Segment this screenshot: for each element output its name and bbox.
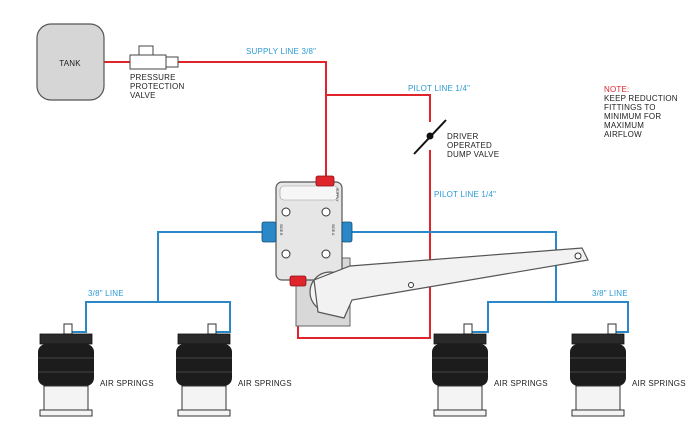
ppv-label-line2: PROTECTION [130, 82, 184, 91]
air-spring-top-plate [177, 333, 231, 345]
exhaust-port-fitting [289, 275, 307, 287]
air-spring-label: AIR SPRINGS [100, 379, 154, 388]
air-spring-base [433, 409, 487, 417]
supply-line [178, 61, 327, 182]
bolt-icon [321, 249, 331, 259]
air-spring-piston [181, 385, 227, 411]
right-port-fitting [341, 221, 353, 243]
air-spring-fitting [607, 323, 617, 335]
note-line4: MAXIMUM [604, 121, 644, 130]
pilot-line-mid-label: PILOT LINE 1/4" [434, 190, 496, 199]
note: NOTE: KEEP REDUCTION FITTINGS TO MINIMUM… [604, 85, 680, 139]
note-line1: KEEP REDUCTION [604, 94, 678, 103]
dump-valve-label-line2: OPERATED [447, 141, 492, 150]
dump-valve-label-line3: DUMP VALVE [447, 150, 499, 159]
supply-lines [104, 61, 431, 339]
air-spring-top-plate [571, 333, 625, 345]
air-spring-top-plate [39, 333, 93, 345]
dump-valve-pivot-icon [426, 132, 434, 140]
air-spring-base [177, 409, 231, 417]
left-line-label: 3/8" LINE [88, 289, 124, 298]
air-spring-label: AIR SPRINGS [494, 379, 548, 388]
air-spring-piston [437, 385, 483, 411]
valve-left-port-label: SIDE B [279, 224, 283, 236]
air-spring-bellows [38, 344, 94, 386]
ppv-label-line1: PRESSURE [130, 73, 176, 82]
air-spring-bellows [570, 344, 626, 386]
air-spring-label: AIR SPRINGS [238, 379, 292, 388]
air-spring-bellows [176, 344, 232, 386]
air-spring-2: AIR SPRINGS [176, 323, 292, 417]
bolt-icon [281, 249, 291, 259]
air-spring-3: AIR SPRINGS [432, 323, 548, 417]
air-spring-piston [43, 385, 89, 411]
air-spring-fitting [207, 323, 217, 335]
air-spring-1: AIR SPRINGS [38, 323, 154, 417]
left-inner-branch [158, 301, 231, 333]
air-spring-piston [575, 385, 621, 411]
ppv-label: PRESSURE PROTECTION VALVE [130, 73, 187, 100]
note-line3: MINIMUM FOR [604, 112, 661, 121]
lever-end-hole-icon [574, 252, 582, 260]
tank-label: TANK [59, 59, 81, 68]
dump-valve: DRIVER OPERATED DUMP VALVE [413, 119, 499, 159]
ppv-fitting [165, 56, 179, 68]
right-line-label: 3/8" LINE [592, 289, 628, 298]
air-spring-lines [72, 231, 629, 333]
valve-right-port-label: SIDE A [331, 224, 335, 236]
note-title: NOTE: [604, 85, 629, 94]
ppv-body [129, 54, 167, 70]
pressure-protection-valve: PRESSURE PROTECTION VALVE [129, 45, 187, 100]
bolt-icon [281, 207, 291, 217]
pilot-line-top [326, 94, 431, 122]
air-spring-label: AIR SPRINGS [632, 379, 686, 388]
note-line2: FITTINGS TO [604, 103, 656, 112]
note-line5: AIRFLOW [604, 130, 642, 139]
right-distribution-line [340, 231, 557, 333]
pilot-line-top-label: PILOT LINE 1/4" [408, 84, 470, 93]
valve-body-shade [279, 185, 339, 201]
tank: TANK [36, 23, 105, 101]
bolt-icon [321, 207, 331, 217]
supply-line-label: SUPPLY LINE 3/8" [246, 47, 316, 56]
tank-body [36, 23, 105, 101]
dump-valve-label-line1: DRIVER [447, 132, 478, 141]
dump-valve-label: DRIVER OPERATED DUMP VALVE [447, 132, 499, 159]
lever-arm-hole-icon [408, 282, 414, 288]
ppv-label-line3: VALVE [130, 91, 156, 100]
air-spring-fitting [463, 323, 473, 335]
air-spring-bellows [432, 344, 488, 386]
left-distribution-line [72, 231, 262, 333]
air-spring-top-plate [433, 333, 487, 345]
supply-port-fitting [315, 175, 335, 187]
air-spring-fitting [63, 323, 73, 335]
ppv-cap [138, 45, 154, 56]
left-port-fitting [261, 221, 277, 243]
valve-supply-label: SUPPLY [335, 188, 339, 202]
air-spring-4: AIR SPRINGS [570, 323, 686, 417]
note-body: KEEP REDUCTION FITTINGS TO MINIMUM FOR M… [604, 94, 680, 139]
air-spring-base [571, 409, 625, 417]
lever-arm [313, 247, 589, 319]
air-spring-base [39, 409, 93, 417]
height-control-valve: SUPPLY SIDE B SIDE A [261, 175, 589, 327]
right-inner-branch [556, 301, 629, 333]
